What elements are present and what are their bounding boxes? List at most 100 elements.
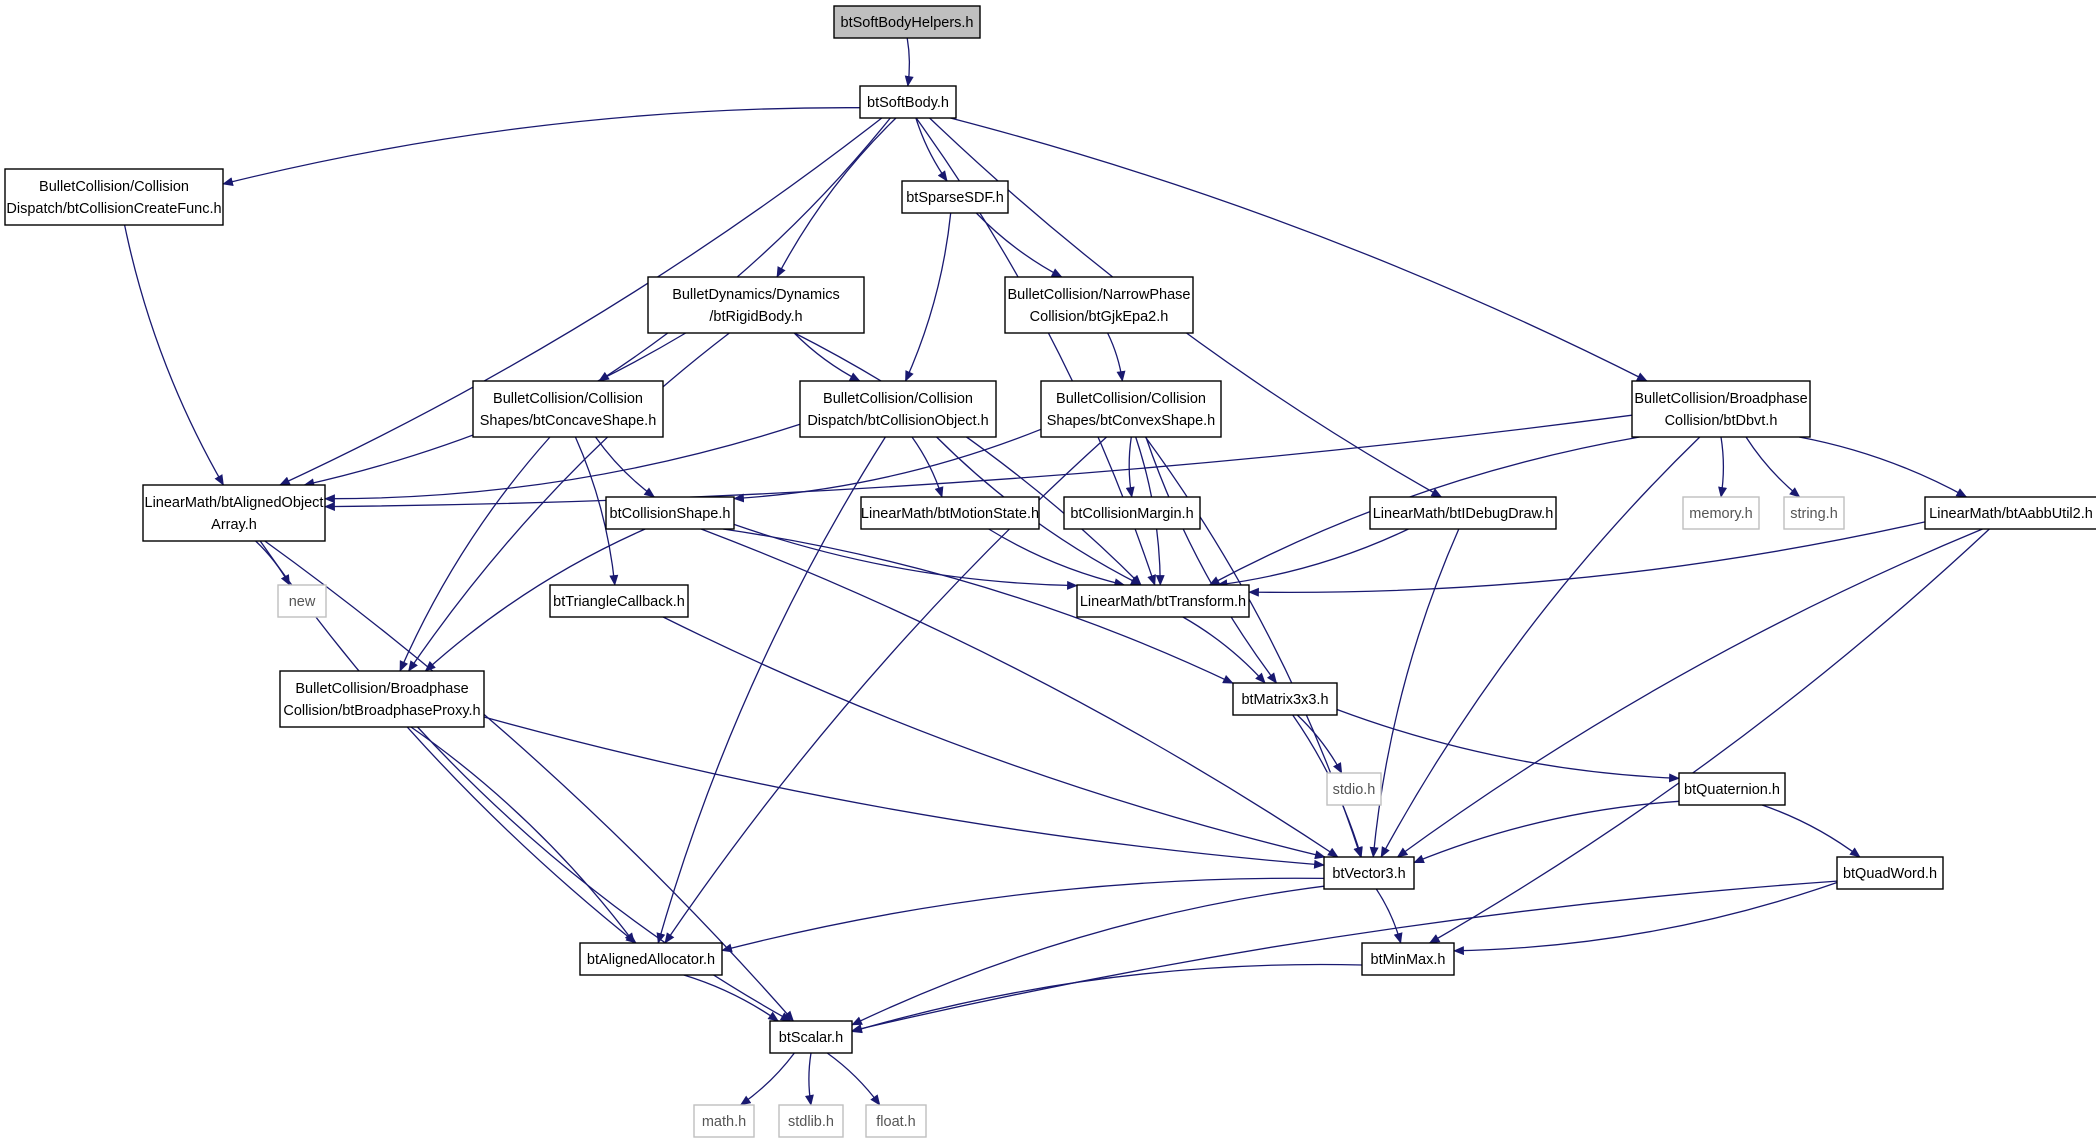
edge-btDbvt-to-btTransform	[1208, 436, 1640, 586]
edge-btSoftBody-to-btCollisionCreateFunc	[222, 107, 861, 186]
node-btGjkEpa2[interactable]: BulletCollision/NarrowPhaseCollision/btG…	[1004, 276, 1194, 334]
node-box-btCollisionCreateFunc	[4, 168, 224, 226]
node-string: string.h	[1783, 496, 1845, 530]
node-btTriangleCallback[interactable]: btTriangleCallback.h	[549, 584, 689, 618]
node-label-string-line-0: string.h	[1790, 506, 1838, 522]
node-box-stdlib	[778, 1104, 844, 1138]
edge-btVector3-to-btAlignedAllocator	[721, 877, 1325, 953]
edge-btQuadWord-to-btMinMax	[1453, 881, 1838, 956]
edge-btMatrix3x3-to-btQuaternion	[1336, 708, 1680, 783]
node-box-btSoftBody	[859, 85, 957, 119]
node-label-btGjkEpa2-line-0: BulletCollision/NarrowPhase	[1008, 287, 1191, 303]
node-stdlib: stdlib.h	[778, 1104, 844, 1138]
node-btIDebugDraw[interactable]: LinearMath/btIDebugDraw.h	[1369, 496, 1557, 530]
node-label-float-line-0: float.h	[876, 1114, 916, 1130]
node-label-new-line-0: new	[289, 594, 316, 610]
edge-btMatrix3x3-to-stdio	[1296, 714, 1343, 774]
node-btConvexShape[interactable]: BulletCollision/CollisionShapes/btConvex…	[1040, 380, 1222, 438]
node-label-btSparseSDF-line-0: btSparseSDF.h	[906, 190, 1004, 206]
node-label-memory-line-0: memory.h	[1689, 506, 1752, 522]
node-btMinMax[interactable]: btMinMax.h	[1361, 942, 1455, 976]
node-label-btCollisionCreateFunc-line-0: BulletCollision/Collision	[39, 179, 189, 195]
node-box-btSparseSDF	[901, 180, 1009, 214]
node-btSoftBody[interactable]: btSoftBody.h	[859, 85, 957, 119]
edge-btRigidBody-to-btCollisionObject	[793, 332, 861, 382]
node-btCollisionCreateFunc[interactable]: BulletCollision/CollisionDispatch/btColl…	[4, 168, 224, 226]
edge-btDbvt-to-btAabbUtil2	[1798, 436, 1968, 498]
edge-btVector3-to-btMinMax	[1375, 888, 1403, 944]
node-label-btConvexShape-line-0: BulletCollision/Collision	[1056, 391, 1206, 407]
node-label-btScalar-line-0: btScalar.h	[779, 1030, 844, 1046]
node-label-math-line-0: math.h	[702, 1114, 746, 1130]
node-box-btAlignedAllocator	[579, 942, 723, 976]
node-label-btQuaternion-line-0: btQuaternion.h	[1684, 782, 1780, 798]
node-btMatrix3x3[interactable]: btMatrix3x3.h	[1232, 682, 1338, 716]
edge-btDbvt-to-btAlignedObjectArray	[324, 414, 1633, 512]
node-box-btVector3	[1323, 856, 1415, 890]
node-box-btCollisionMargin	[1063, 496, 1201, 530]
node-box-btRigidBody	[647, 276, 865, 334]
node-btRigidBody[interactable]: BulletDynamics/Dynamics/btRigidBody.h	[647, 276, 865, 334]
node-stdio: stdio.h	[1326, 772, 1382, 806]
node-box-btConcaveShape	[472, 380, 664, 438]
node-box-btScalar	[769, 1020, 853, 1054]
edge-btQuaternion-to-btVector3	[1413, 800, 1680, 864]
node-box-memory	[1682, 496, 1760, 530]
edge-btDbvt-to-btVector3	[1380, 436, 1701, 858]
node-btAlignedAllocator[interactable]: btAlignedAllocator.h	[579, 942, 723, 976]
node-box-btBroadphaseProxy	[279, 670, 485, 728]
edge-btCollisionShape-to-btVector3	[700, 528, 1339, 858]
edge-btConcaveShape-to-btTriangleCallback	[574, 436, 619, 586]
node-box-btMinMax	[1361, 942, 1455, 976]
node-btScalar[interactable]: btScalar.h	[769, 1020, 853, 1054]
node-box-string	[1783, 496, 1845, 530]
edge-btIDebugDraw-to-btVector3	[1369, 528, 1460, 858]
node-label-stdio-line-0: stdio.h	[1333, 782, 1376, 798]
node-btCollisionMargin[interactable]: btCollisionMargin.h	[1063, 496, 1201, 530]
node-btMotionState[interactable]: LinearMath/btMotionState.h	[860, 496, 1040, 530]
node-box-math	[693, 1104, 755, 1138]
node-math: math.h	[693, 1104, 755, 1138]
node-box-btConvexShape	[1040, 380, 1222, 438]
node-btVector3[interactable]: btVector3.h	[1323, 856, 1415, 890]
node-btAabbUtil2[interactable]: LinearMath/btAabbUtil2.h	[1924, 496, 2096, 530]
edge-btSoftBody-to-btDbvt	[950, 117, 1648, 382]
node-memory: memory.h	[1682, 496, 1760, 530]
node-label-btBroadphaseProxy-line-0: BulletCollision/Broadphase	[295, 681, 468, 697]
node-box-btTriangleCallback	[549, 584, 689, 618]
node-label-btConvexShape-line-1: Shapes/btConvexShape.h	[1047, 413, 1216, 429]
edge-btVector3-to-btScalar	[851, 885, 1325, 1026]
node-label-btAabbUtil2-line-0: LinearMath/btAabbUtil2.h	[1929, 506, 2093, 522]
edge-btSoftBody-to-btConcaveShape	[598, 117, 891, 382]
edge-btCollisionShape-to-btTransform	[733, 523, 1078, 590]
node-btBroadphaseProxy[interactable]: BulletCollision/BroadphaseCollision/btBr…	[279, 670, 485, 728]
edge-btCollisionObject-to-btAlignedObjectArray	[324, 423, 801, 504]
node-box-stdio	[1326, 772, 1382, 806]
node-btDbvt[interactable]: BulletCollision/BroadphaseCollision/btDb…	[1631, 380, 1811, 438]
node-label-btCollisionObject-line-0: BulletCollision/Collision	[823, 391, 973, 407]
edge-btSoftBody-to-btSparseSDF	[915, 117, 948, 182]
node-btConcaveShape[interactable]: BulletCollision/CollisionShapes/btConcav…	[472, 380, 664, 438]
node-btCollisionShape[interactable]: btCollisionShape.h	[605, 496, 735, 530]
edge-btSoftBody-to-btRigidBody	[776, 117, 897, 278]
node-box-btGjkEpa2	[1004, 276, 1194, 334]
edge-btCollisionShape-to-btBroadphaseProxy	[424, 528, 646, 672]
node-btSoftBodyHelpers[interactable]: btSoftBodyHelpers.h	[833, 5, 981, 39]
node-btTransform[interactable]: LinearMath/btTransform.h	[1076, 584, 1250, 618]
edge-btCollisionCreateFunc-to-btAlignedObjectArray	[123, 224, 224, 486]
node-btSparseSDF[interactable]: btSparseSDF.h	[901, 180, 1009, 214]
node-label-btCollisionMargin-line-0: btCollisionMargin.h	[1070, 506, 1193, 522]
nodes-layer: btSoftBodyHelpers.h btSoftBody.hBulletCol…	[4, 5, 2096, 1138]
edge-btDbvt-to-string	[1745, 436, 1801, 498]
node-label-btCollisionShape-line-0: btCollisionShape.h	[610, 506, 731, 522]
node-label-btBroadphaseProxy-line-1: Collision/btBroadphaseProxy.h	[283, 703, 480, 719]
node-box-btTransform	[1076, 584, 1250, 618]
edge-btScalar-to-float	[826, 1052, 881, 1106]
node-btQuadWord[interactable]: btQuadWord.h	[1836, 856, 1944, 890]
edge-btAabbUtil2-to-btMinMax	[1428, 528, 1990, 944]
node-btQuaternion[interactable]: btQuaternion.h	[1678, 772, 1786, 806]
edge-btScalar-to-stdlib	[804, 1052, 814, 1106]
edge-btCollisionShape-to-btMatrix3x3	[722, 528, 1234, 684]
node-btCollisionObject[interactable]: BulletCollision/CollisionDispatch/btColl…	[799, 380, 997, 438]
